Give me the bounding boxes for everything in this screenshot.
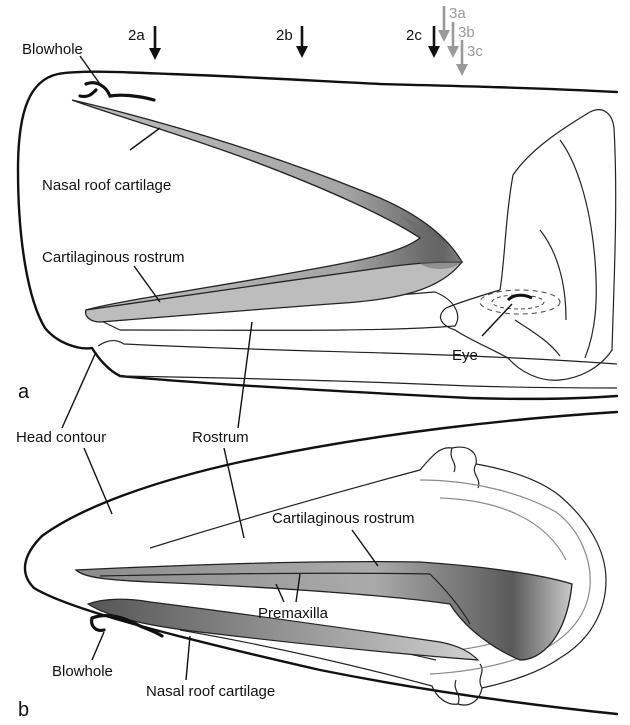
marker-2a-label: 2a bbox=[128, 27, 145, 44]
label-nasal-roof-cartilage-b: Nasal roof cartilage bbox=[146, 683, 275, 700]
marker-3b-label: 3b bbox=[458, 24, 475, 41]
label-head-contour: Head contour bbox=[16, 429, 106, 446]
head-contour-a bbox=[18, 72, 617, 399]
leader-cartrostrum-a bbox=[134, 266, 160, 302]
label-cartilaginous-rostrum-a: Cartilaginous rostrum bbox=[42, 249, 185, 266]
label-blowhole-b: Blowhole bbox=[52, 663, 113, 680]
skull-inner-a bbox=[515, 140, 596, 358]
cartilaginous-rostrum-a bbox=[86, 262, 462, 322]
leader-nasal-a bbox=[130, 128, 160, 150]
panel-b: Cartilaginous rostrum Premaxilla Blowhol… bbox=[18, 412, 617, 721]
jaw-line-a bbox=[98, 341, 617, 365]
marker-2b-arrow bbox=[296, 26, 308, 58]
blowhole-a bbox=[80, 83, 154, 100]
leader-cartrostrum-b bbox=[352, 530, 378, 566]
marker-2c-arrow bbox=[428, 26, 440, 58]
leader-blowhole-a bbox=[80, 56, 100, 84]
leader-rostrum-to-a bbox=[238, 322, 252, 428]
panel-letter-a: a bbox=[18, 381, 30, 403]
skull-outline-a bbox=[440, 110, 615, 381]
label-eye-a: Eye bbox=[452, 347, 478, 364]
marker-3a-label: 3a bbox=[449, 5, 466, 22]
label-rostrum: Rostrum bbox=[192, 429, 249, 446]
marker-3c-label: 3c bbox=[467, 43, 483, 60]
label-cartilaginous-rostrum-b: Cartilaginous rostrum bbox=[272, 510, 415, 527]
leader-nasal-b bbox=[186, 636, 190, 680]
panel-a: Blowhole Nasal roof cartilage Cartilagin… bbox=[18, 41, 617, 403]
panel-letter-b: b bbox=[18, 699, 29, 721]
label-premaxilla-b: Premaxilla bbox=[258, 605, 329, 622]
label-blowhole-a: Blowhole bbox=[22, 41, 83, 58]
leader-blowhole-b bbox=[92, 632, 104, 660]
section-markers: 2a 2b 2c 3a 3b 3c bbox=[128, 5, 483, 76]
leader-eye-a bbox=[482, 304, 512, 336]
leader-head-contour-to-a bbox=[62, 352, 96, 428]
marker-2c-label: 2c bbox=[406, 27, 422, 44]
marker-2b-label: 2b bbox=[276, 27, 293, 44]
eye-a bbox=[480, 290, 560, 314]
shared-labels: Head contour Rostrum bbox=[16, 322, 252, 538]
label-nasal-roof-cartilage-a: Nasal roof cartilage bbox=[42, 177, 171, 194]
marker-2a-arrow bbox=[149, 26, 161, 60]
